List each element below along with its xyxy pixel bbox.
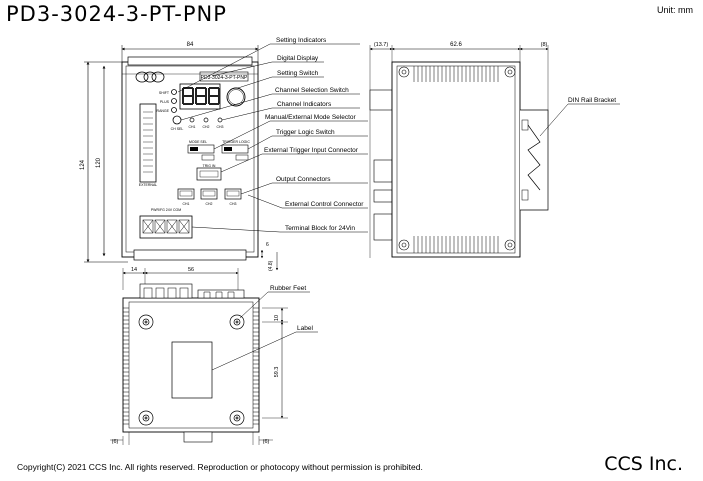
label-range: RANGE	[157, 109, 170, 113]
callout-external-control-connector: External Control Connector	[285, 201, 364, 208]
dim-side-depth: 62.6	[450, 42, 462, 48]
callout-channel-indicators: Channel Indicators	[277, 101, 332, 108]
dim-bottom-right-offset: (6)	[263, 439, 270, 445]
bottom-view: 14 56	[110, 267, 318, 445]
dim-bottom-left: 14	[131, 267, 137, 273]
dim-front-bottom-b: (4.8)	[268, 260, 274, 271]
label-trigger-logic: TRIGGER LOGIC	[222, 140, 250, 144]
front-view: 84 124 120 PD3-3024-3-PT-PNP SHIFT PLUS …	[80, 42, 279, 271]
svg-text:CH1: CH1	[182, 202, 189, 206]
dim-bottom-height: 59.3	[274, 367, 280, 378]
dim-bottom-left-offset: (6)	[112, 439, 119, 445]
callout-setting-indicators: Setting Indicators	[276, 37, 327, 44]
callout-digital-display: Digital Display	[277, 55, 319, 62]
callout-setting-switch: Setting Switch	[277, 70, 319, 77]
dim-bottom-top: 10	[274, 315, 280, 321]
dim-front-height-inner: 120	[96, 157, 102, 168]
company-name: CCS Inc.	[604, 453, 683, 475]
svg-text:CH3: CH3	[229, 202, 236, 206]
label-trigger-in: TRIG IN	[203, 164, 216, 168]
dim-side-left: (13.7)	[374, 42, 389, 48]
front-callout-lines	[177, 43, 368, 233]
callout-mode-selector: Manual/External Mode Selector	[265, 114, 357, 121]
callout-external-trigger-input: External Trigger Input Connector	[264, 147, 359, 154]
label-shift: SHIFT	[159, 91, 170, 95]
side-view: (13.7) 62.6 (8) DIN Rail Bracket	[369, 42, 620, 258]
label-plus: PLUS	[160, 100, 170, 104]
front-callouts: Setting Indicators Digital Display Setti…	[264, 37, 364, 232]
dim-front-bottom-a: 6	[266, 242, 269, 248]
dim-side-right: (8)	[541, 42, 548, 48]
callout-label: Label	[297, 325, 313, 332]
dim-front-height-outer: 124	[80, 159, 86, 170]
label-external: EXTERNAL	[139, 183, 158, 187]
svg-text:CH3: CH3	[216, 125, 223, 129]
dim-front-width: 84	[187, 42, 194, 48]
callout-rubber-feet: Rubber Feet	[270, 285, 306, 292]
svg-text:CH2: CH2	[202, 125, 209, 129]
callout-terminal-block: Terminal Block for 24Vin	[285, 225, 355, 232]
copyright-notice: Copyright(C) 2021 CCS Inc. All rights re…	[17, 462, 423, 472]
callout-trigger-logic-switch: Trigger Logic Switch	[276, 129, 335, 136]
front-display-label: PD3-3024-3-PT-PNP	[201, 75, 248, 81]
model-title: PD3-3024-3-PT-PNP	[6, 2, 227, 26]
svg-text:CH2: CH2	[205, 202, 212, 206]
callout-output-connectors: Output Connectors	[276, 176, 331, 183]
callout-channel-selection-switch: Channel Selection Switch	[275, 87, 349, 94]
label-ch-select: CH SEL	[171, 127, 184, 131]
dim-bottom-span: 56	[188, 267, 194, 273]
unit-note: Unit: mm	[657, 5, 693, 15]
seven-segment-digits	[182, 87, 220, 105]
svg-text:CH1: CH1	[188, 125, 195, 129]
output-connectors: CH1 CH2 CH3	[177, 188, 242, 206]
label-mode-sel: MODE SEL	[189, 140, 207, 144]
label-power: PWR/FG 24V COM	[151, 208, 181, 212]
callout-din-rail-bracket: DIN Rail Bracket	[568, 97, 616, 104]
